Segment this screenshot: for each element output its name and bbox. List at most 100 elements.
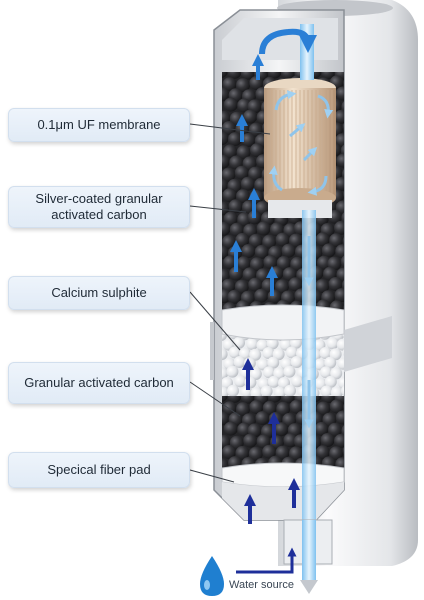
- granule: [250, 387, 263, 396]
- granule: [227, 289, 242, 304]
- granule: [288, 277, 303, 292]
- granule: [222, 121, 236, 135]
- granule: [285, 346, 298, 359]
- granule: [236, 189, 250, 204]
- granule: [222, 201, 230, 216]
- granule: [315, 445, 330, 460]
- granule: [243, 433, 258, 448]
- granule: [222, 348, 228, 361]
- granule: [262, 444, 277, 459]
- granule: [228, 346, 241, 359]
- granule: [254, 288, 269, 303]
- granule: [267, 356, 280, 369]
- granule: [341, 425, 344, 437]
- granule: [273, 386, 286, 396]
- granule: [342, 280, 344, 290]
- granule: [315, 279, 330, 294]
- granule: [329, 399, 344, 414]
- granule: [256, 221, 271, 236]
- granule: [271, 395, 278, 396]
- granule: [340, 144, 344, 157]
- granule: [246, 338, 259, 350]
- granule: [222, 167, 236, 182]
- granule: [262, 234, 277, 249]
- granule: [262, 347, 275, 359]
- granule: [236, 78, 250, 93]
- granule: [340, 255, 344, 268]
- granule: [343, 404, 344, 411]
- granule: [282, 412, 297, 427]
- granule: [335, 457, 344, 468]
- granule: [290, 256, 305, 271]
- granule: [229, 155, 244, 170]
- granule: [338, 377, 344, 389]
- granule: [222, 87, 230, 102]
- granule: [227, 72, 242, 79]
- membrane-flow-arrows: [268, 90, 334, 196]
- granule: [334, 220, 344, 235]
- granule: [263, 366, 275, 379]
- granule: [243, 223, 258, 238]
- silver-carbon-label: Silver-coated granular activated carbon: [8, 186, 190, 228]
- granule: [317, 255, 331, 270]
- granule: [228, 456, 242, 468]
- granule: [283, 365, 296, 378]
- granule: [242, 267, 257, 282]
- granule: [342, 122, 344, 132]
- granule: [314, 421, 329, 436]
- granule: [236, 256, 251, 271]
- granule: [248, 122, 263, 137]
- granule: [223, 144, 238, 159]
- granule: [335, 244, 344, 259]
- granule: [320, 433, 335, 447]
- granule: [240, 396, 255, 404]
- granule: [343, 305, 344, 310]
- granule: [222, 445, 236, 459]
- granule: [222, 188, 237, 203]
- granule: [222, 396, 228, 402]
- granule: [243, 109, 258, 124]
- granule: [248, 233, 263, 248]
- granule: [320, 385, 333, 396]
- granule: [328, 422, 342, 437]
- granule: [276, 256, 291, 270]
- granule: [281, 396, 295, 404]
- granule: [248, 395, 254, 396]
- granule: [234, 375, 247, 388]
- granule: [227, 396, 242, 403]
- granular-carbon-label: Granular activated carbon: [8, 362, 190, 404]
- uf-membrane-label: 0.1μm UF membrane: [8, 108, 190, 142]
- granule: [275, 279, 289, 294]
- granule: [260, 385, 273, 396]
- granule: [248, 446, 263, 461]
- granule: [267, 375, 280, 388]
- granule: [240, 176, 255, 191]
- granule: [248, 277, 263, 292]
- granule: [229, 222, 244, 237]
- granule: [234, 279, 249, 294]
- inlet-pipe: [236, 547, 297, 574]
- granule: [241, 244, 256, 258]
- granule: [275, 445, 290, 460]
- granule: [240, 72, 255, 80]
- granule: [248, 166, 263, 181]
- granule: [321, 396, 336, 404]
- granule: [335, 86, 344, 101]
- granule: [237, 212, 252, 227]
- separator-disc: [221, 304, 345, 341]
- granule: [329, 300, 344, 310]
- granule: [283, 223, 298, 238]
- leader-lines: [189, 123, 271, 483]
- granule: [328, 395, 335, 396]
- granule: [329, 446, 344, 461]
- granule: [222, 386, 229, 396]
- granule: [342, 348, 344, 356]
- granule: [267, 72, 282, 79]
- granule: [342, 446, 344, 456]
- granule: [222, 77, 237, 92]
- granule: [323, 266, 337, 281]
- granule: [284, 384, 296, 396]
- granule: [283, 433, 298, 448]
- granule: [256, 434, 271, 449]
- granule: [335, 410, 344, 425]
